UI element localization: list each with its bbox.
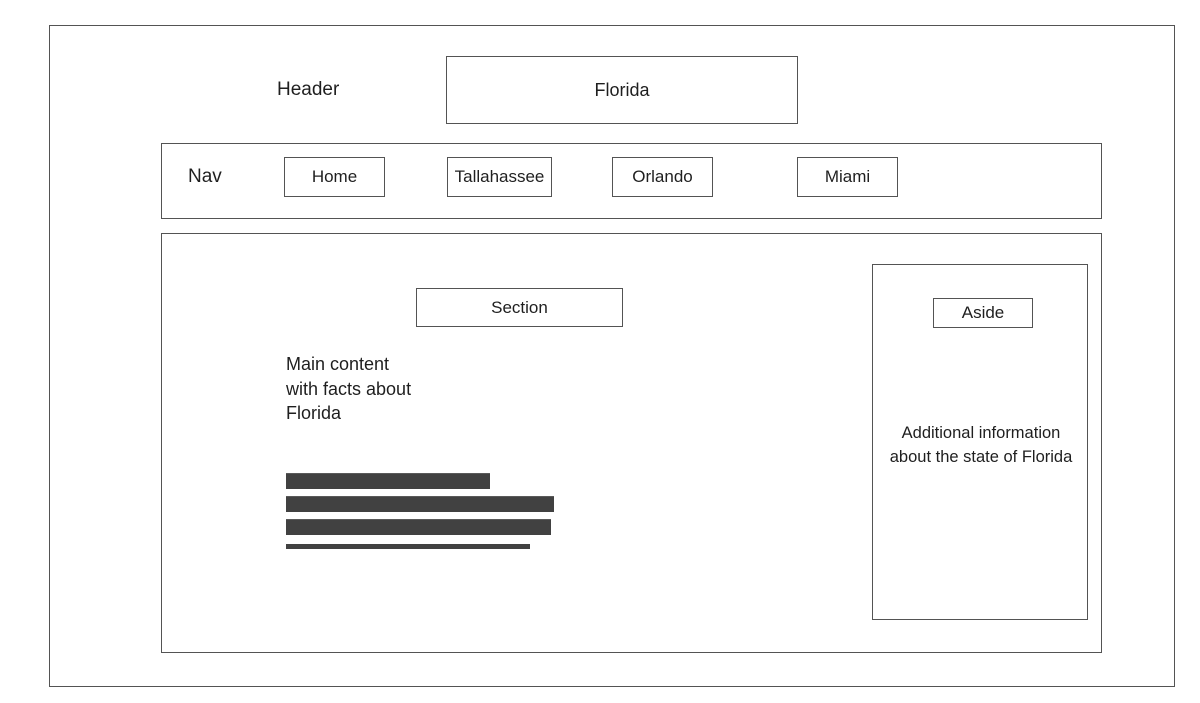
content-placeholder-bar — [286, 496, 554, 512]
nav-item-tallahassee[interactable]: Tallahassee — [447, 157, 552, 197]
main-body-text: Main content with facts about Florida — [286, 354, 412, 423]
section-title-box: Section — [416, 288, 623, 327]
content-placeholder-bar — [286, 544, 530, 549]
nav-item-orlando[interactable]: Orlando — [612, 157, 713, 197]
nav-item-label: Tallahassee — [454, 167, 545, 186]
section-title-text: Section — [491, 297, 548, 317]
header-region-label: Header — [277, 79, 340, 100]
aside-title-box: Aside — [933, 298, 1033, 328]
nav-item-home[interactable]: Home — [284, 157, 385, 197]
nav-region-label: Nav — [188, 166, 222, 187]
content-placeholder-bar — [286, 519, 551, 535]
nav-item-label: Miami — [824, 167, 871, 186]
header-title-box: Florida — [446, 56, 798, 124]
nav-item-label: Home — [311, 167, 358, 186]
nav-item-miami[interactable]: Miami — [797, 157, 898, 197]
content-placeholder-bar — [286, 473, 490, 489]
aside-title-text: Aside — [961, 303, 1005, 322]
header-title-text: Florida — [594, 79, 650, 100]
nav-item-label: Orlando — [632, 167, 693, 186]
aside-body-text: Additional information about the state o… — [889, 424, 1073, 466]
